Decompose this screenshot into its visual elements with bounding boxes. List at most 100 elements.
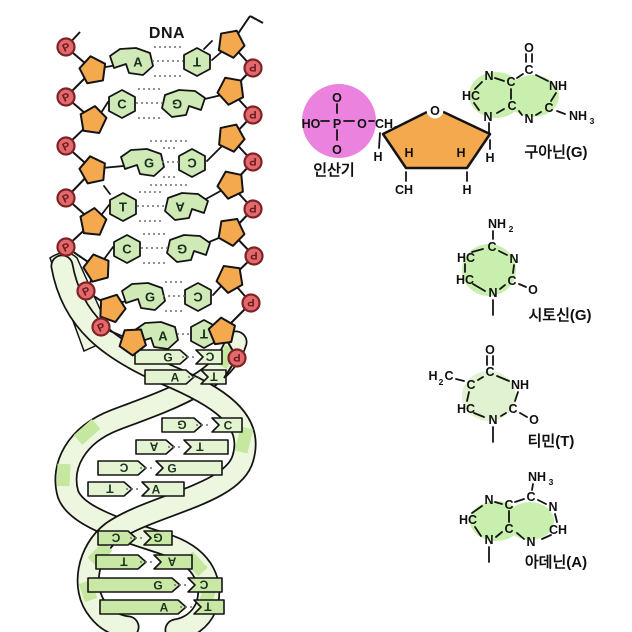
sugar-atom-h-inner-left: H [404, 146, 413, 160]
thymine-structure: O C H 2 C C NH HC C O N 티민(T) [428, 343, 574, 450]
backbone-sugars [76, 28, 248, 360]
base-letter-left: G [153, 579, 162, 593]
base-letter-right: G [167, 462, 176, 476]
sugar-atom-ch-bottom: CH [395, 183, 413, 197]
phosphate-letter: P [96, 321, 108, 335]
right-backbone [221, 15, 264, 379]
guanine-atom-hc: HC [462, 89, 480, 103]
base-letter-left: G [145, 290, 155, 305]
base-letter-right: G [153, 531, 162, 545]
sugar-o-backing [426, 101, 444, 119]
phosphate-atom-o-top: O [332, 91, 342, 105]
phosphate-atom-o-bottom: O [332, 143, 342, 157]
base-letter-left: A [171, 371, 180, 385]
phosphate-letter: P [81, 285, 93, 299]
base-letter-left: G [163, 351, 172, 365]
base-letter-right: A [167, 555, 176, 569]
helix-rung: G C [134, 349, 223, 365]
thymine-ring-highlight [462, 371, 516, 421]
phosphate-highlight-circle [302, 84, 376, 158]
thymine-atom-ch3-h: H [428, 369, 437, 383]
guanine-atom-nh2: NH [569, 109, 587, 123]
thymine-atom-c2: C [508, 402, 517, 416]
thymine-atom-ch3-subscript: 2 [439, 377, 444, 387]
base-pair-row: G C [120, 140, 206, 186]
base-letter-right: T [196, 440, 204, 454]
phosphate-atom-ch2: CH [375, 117, 393, 131]
adenine-structure: NH 3 C N C N HC C CH N N 아데닌(A) [459, 470, 587, 571]
base-letter-left: A [160, 601, 169, 615]
phosphate-atom-o-right: O [357, 117, 367, 131]
adenine-atom-n9: N [484, 533, 493, 547]
adenine-atom-c5: C [504, 498, 513, 512]
base-letter-left: C [119, 461, 128, 475]
base-letter-left: A [133, 55, 143, 70]
phosphate-atom-p: P [333, 117, 341, 131]
cytosine-atom-hc5: HC [457, 251, 475, 265]
adenine-atom-hc8: HC [459, 513, 477, 527]
base-pair-row: A T [109, 46, 211, 77]
adenine-atom-ch8: CH [549, 523, 567, 537]
adenine-atom-c6: C [526, 490, 535, 504]
phosphate-letter: P [250, 249, 257, 261]
base-letter-right: G [177, 242, 187, 257]
thymine-atom-o4: O [485, 343, 495, 357]
adenine-atom-nh2: NH [528, 470, 546, 484]
base-letter-left: C [122, 242, 132, 257]
phosphate-letter: P [61, 241, 73, 255]
guanine-structure: O C N C NH HC C C N N NH 3 구아닌(G) [462, 41, 595, 161]
thymine-atom-ch3-c: C [444, 369, 453, 383]
sugar-atom-o: O [430, 104, 440, 118]
guanine-ring-highlight [507, 75, 559, 117]
guanine-atom-o: O [524, 41, 534, 55]
phosphate-letter: P [61, 91, 73, 105]
base-letter-right: T [193, 55, 201, 70]
cytosine-atom-n1: N [488, 286, 497, 300]
helix-rung: G C [161, 417, 243, 433]
phosphate-letter: P [249, 202, 256, 214]
helix-rung: T A [87, 481, 185, 497]
base-letter-right: C [187, 156, 197, 171]
base-pair-row: T A [109, 191, 209, 222]
cytosine-structure: NH 2 C N HC HC C O N 시토신(G) [456, 217, 592, 324]
cytosine-atom-c2: C [507, 274, 516, 288]
base-letter-left: C [111, 531, 120, 545]
helix-rung: C G [97, 530, 173, 546]
phosphate-group-diagram: O HO P O O CH 2 인산기 [302, 84, 399, 179]
guanine-atom-n3: N [524, 112, 533, 126]
base-letter-left: C [117, 97, 127, 112]
cytosine-atom-nh2-subscript: 2 [509, 224, 514, 234]
base-letter-right: C [199, 578, 208, 592]
phosphate-letter: P [233, 351, 240, 363]
phosphate-letter: P [249, 108, 256, 120]
sugar-atom-h-left: H [373, 150, 382, 164]
base-letter-left: T [120, 555, 128, 569]
base-letter-right: A [175, 200, 185, 215]
base-letter-right: T [210, 370, 218, 384]
base-letter-left: T [119, 200, 127, 215]
helix-rung: G C [87, 577, 223, 593]
deoxyribose-sugar-diagram: O H H H CH H H [373, 101, 495, 197]
cytosine-ring-highlight [462, 244, 516, 296]
guanine-atom-c6: C [524, 63, 533, 77]
phosphate-letter: P [249, 155, 256, 167]
phosphate-letter: P [61, 41, 73, 55]
phosphate-letter: P [249, 61, 256, 73]
phosphate-atom-ho: HO [302, 117, 321, 131]
helix-rung: A T [144, 369, 227, 385]
adenine-atom-n7: N [484, 493, 493, 507]
guanine-atom-nh: NH [549, 79, 567, 93]
base-pair-row: G C [121, 281, 212, 312]
adenine-ring-highlight [506, 502, 554, 540]
cytosine-atom-n3: N [509, 252, 518, 266]
dna-ladder: DNA A T [56, 15, 264, 379]
phosphate-group-label: 인산기 [313, 161, 354, 179]
cytosine-label: 시토신(G) [528, 307, 591, 324]
guanine-ring-highlight [469, 72, 523, 118]
base-letter-right: T [204, 600, 212, 614]
diagram-title: DNA [149, 25, 185, 42]
base-pair-row: C G [108, 88, 206, 119]
base-pair-row: A T [134, 319, 218, 350]
sugar-atom-h-inner-right: H [456, 146, 465, 160]
